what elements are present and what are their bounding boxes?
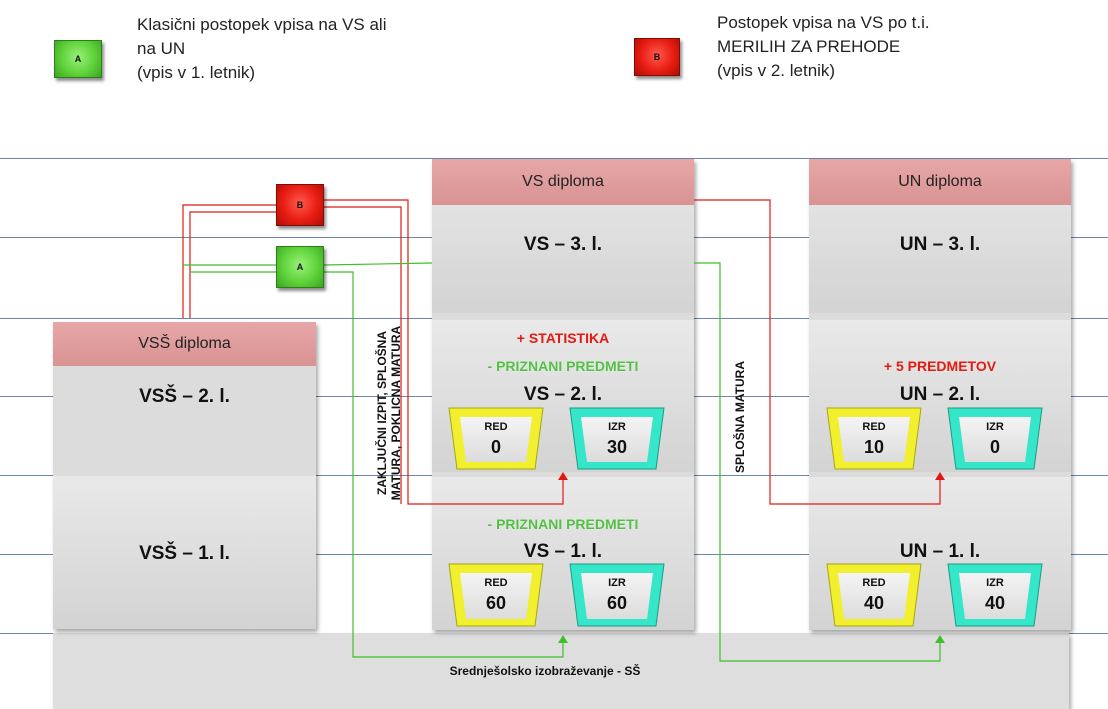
vs-year2-red-label: RED <box>484 420 508 433</box>
un-diploma-header: UN diploma <box>809 159 1071 205</box>
un-year2-izr-value: 0 <box>989 436 1000 457</box>
legend-a-line3: (vpis v 1. letnik) <box>137 63 256 82</box>
legend-a-text: Klasični postopek vpisa na VS ali na UN … <box>137 13 467 85</box>
vs-year2-izr-box: IZR 30 <box>570 408 664 470</box>
legend-a-line1: Klasični postopek vpisa na VS ali <box>137 15 387 34</box>
flow-a-badge: A <box>276 246 324 288</box>
vss-year2-label: VSŠ – 2. l. <box>139 386 230 407</box>
un-year1-izr-value: 40 <box>984 592 1006 613</box>
un-year2-plus-note: + 5 PREDMETOV <box>883 358 997 374</box>
vss-year1-box <box>53 476 316 629</box>
vs-year1-red-box: RED 60 <box>449 564 543 626</box>
vs-year1-izr-value: 60 <box>606 592 628 613</box>
vs-year2-plus-note: + STATISTIKA <box>516 330 610 346</box>
un-year2-red-box: RED 10 <box>827 408 921 470</box>
un-year2-izr-label: IZR <box>986 420 1004 433</box>
vss-diploma-header: VSŠ diploma <box>53 322 316 366</box>
legend-b-line1: Postopek vpisa na VS po t.i. <box>717 13 930 32</box>
un-year1-izr-label: IZR <box>986 576 1004 589</box>
legend-a-badge: A <box>54 40 102 78</box>
vs-year2-red-box: RED 0 <box>449 408 543 470</box>
vs-year1-red-value: 60 <box>485 592 507 613</box>
un-year2-label: UN – 2. l. <box>899 384 981 405</box>
un-year1-izr-box: IZR 40 <box>948 564 1042 626</box>
vs-year1-red-label: RED <box>484 576 508 589</box>
un-year2-red-value: 10 <box>863 436 885 457</box>
un-year2-izr-box: IZR 0 <box>948 408 1042 470</box>
vs-year2-izr-label: IZR <box>608 420 626 433</box>
vs-year2-red-value: 0 <box>490 436 501 457</box>
vs-year1-izr-box: IZR 60 <box>570 564 664 626</box>
vss-year1-label: VSŠ – 1. l. <box>139 543 230 564</box>
un-entry-requirements-label: SPLOŠNA MATURA <box>733 361 747 473</box>
legend-a-line2: na UN <box>137 39 186 58</box>
legend-b-badge: B <box>634 38 680 76</box>
vs-entry-req-line2: MATURA, POKLICNA MATURA <box>389 325 403 501</box>
vs-year1-izr-label: IZR <box>608 576 626 589</box>
vs-diploma-header: VS diploma <box>432 159 694 205</box>
vs-year1-label: VS – 1. l. <box>523 541 603 562</box>
legend-b-line3: (vpis v 2. letnik) <box>717 61 836 80</box>
vs-year2-label: VS – 2. l. <box>523 384 603 405</box>
un-year1-red-box: RED 40 <box>827 564 921 626</box>
flow-b-badge: B <box>276 184 324 226</box>
un-year1-label: UN – 1. l. <box>899 541 981 562</box>
vs-year3-label: VS – 3. l. <box>523 234 603 255</box>
un-year1-red-value: 40 <box>863 592 885 613</box>
un-year3-label: UN – 3. l. <box>899 234 981 255</box>
vs-entry-requirements-label: ZAKLJUČNI IZPIT, SPLOŠNA MATURA, POKLICN… <box>375 278 405 548</box>
un-year1-red-label: RED <box>862 576 886 589</box>
vs-year2-izr-value: 30 <box>606 436 628 457</box>
legend-b-text: Postopek vpisa na VS po t.i. MERILIH ZA … <box>717 11 1047 83</box>
vs-year1-minus-note: - PRIZNANI PREDMETI <box>487 516 639 532</box>
un-year2-red-label: RED <box>862 420 886 433</box>
secondary-school-label: Srednješolsko izobraževanje - SŠ <box>449 664 641 678</box>
gridline <box>0 158 1108 159</box>
vs-entry-req-line1: ZAKLJUČNI IZPIT, SPLOŠNA <box>375 331 389 496</box>
vs-year2-minus-note: - PRIZNANI PREDMETI <box>487 358 639 374</box>
legend-b-line2: MERILIH ZA PREHODE <box>717 37 901 56</box>
